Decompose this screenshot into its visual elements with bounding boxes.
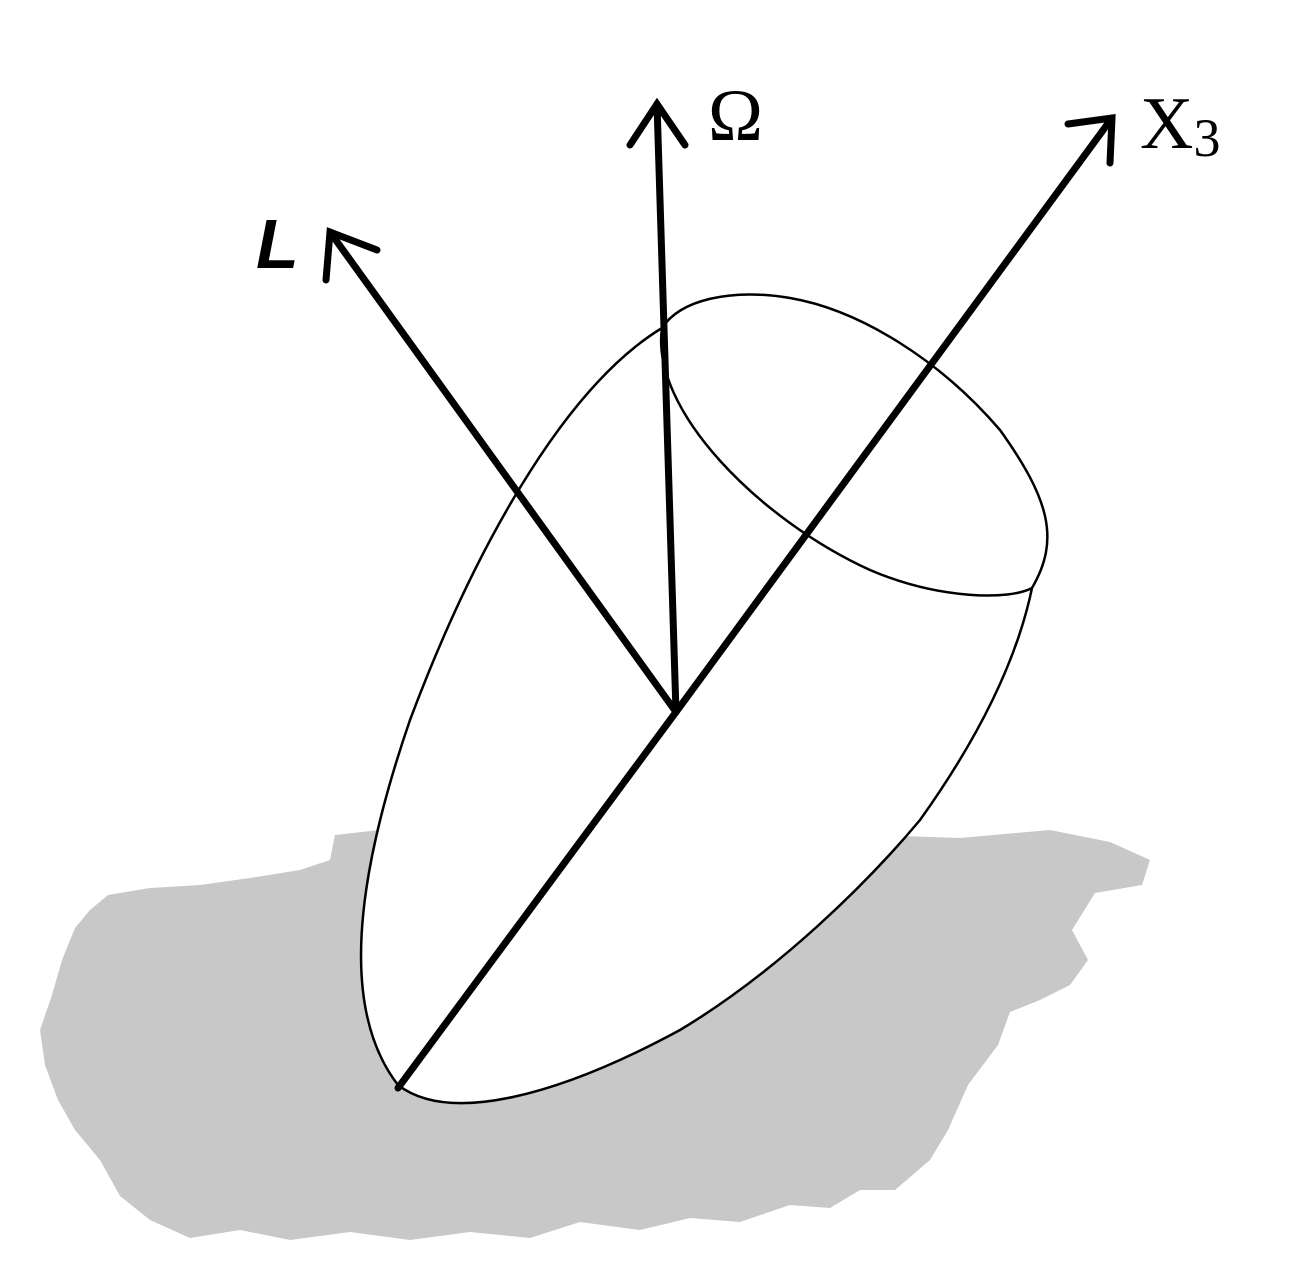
angular-velocity-label: Ω [708,75,763,157]
symmetry-axis-subscript: 3 [1193,108,1220,168]
symmetry-axis-label: X3 [1140,83,1220,168]
angular-momentum-axis [326,228,680,716]
symmetry-axis-letter: X [1140,83,1193,165]
omega-arrowhead [626,97,689,149]
symmetry-axis-x3 [672,114,1116,716]
x3-arrowhead [1064,113,1116,167]
angular-momentum-label: L [256,205,299,283]
angular-velocity-axis [653,100,680,716]
l-arrowhead [322,227,381,284]
top-rim-front [659,327,1033,597]
symmetry-axis-lower [394,708,680,1092]
